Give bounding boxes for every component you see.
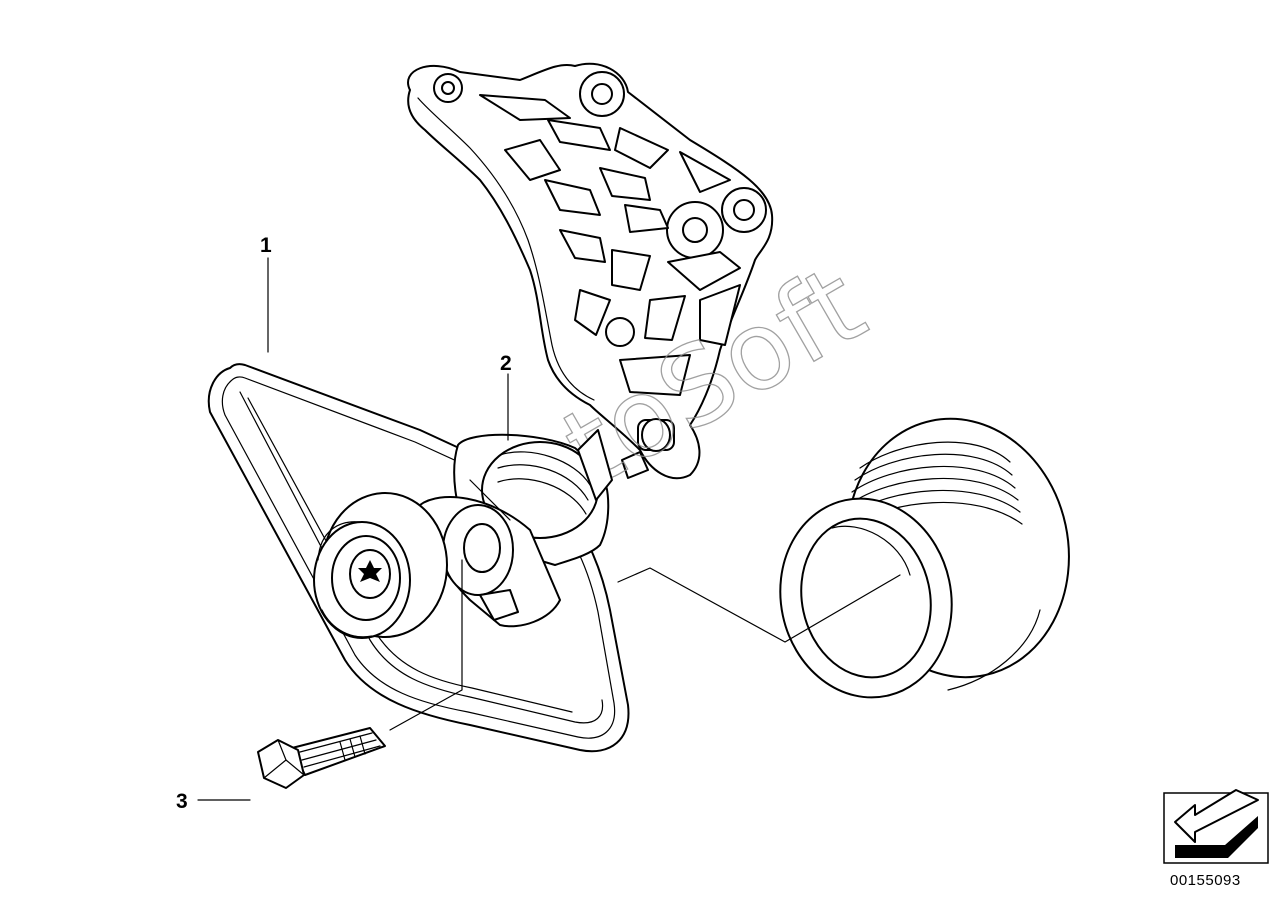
belt-tensioner: [313, 429, 613, 639]
poly-v-belt: [207, 363, 630, 753]
leader-lines: [197, 257, 901, 801]
callout-2: 2: [500, 352, 512, 375]
callout-3: 3: [176, 790, 188, 813]
diagram-id: 00155093: [1170, 872, 1241, 889]
mounting-bracket: [407, 62, 774, 480]
crankshaft-pulley: [779, 417, 1070, 699]
callout-1: 1: [260, 234, 272, 257]
arrow-down-left-icon[interactable]: [1163, 789, 1269, 864]
hex-bolt: [257, 727, 386, 789]
